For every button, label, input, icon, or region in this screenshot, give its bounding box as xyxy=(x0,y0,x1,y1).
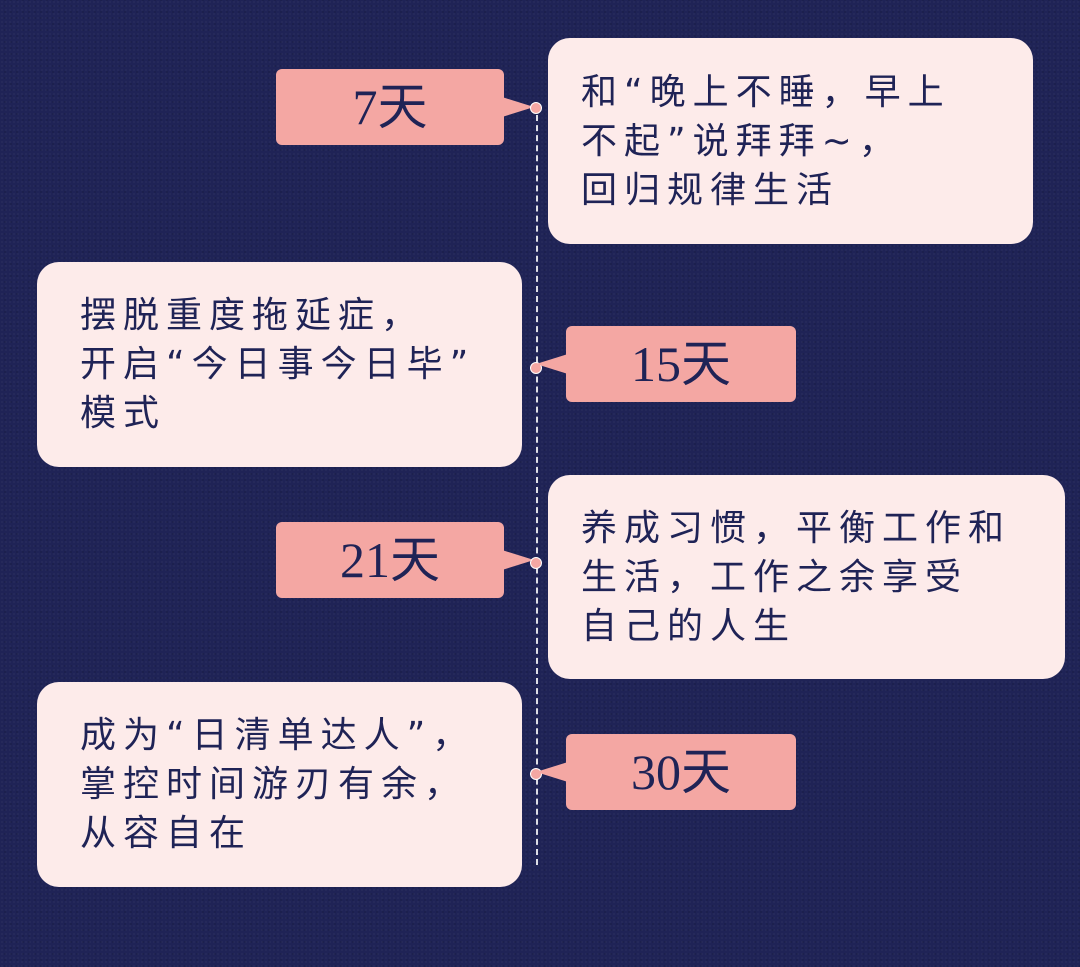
day-label-30: 30天 xyxy=(536,734,796,810)
day-label-text: 7天 xyxy=(352,79,428,135)
milestone-card-3: 养成习惯，平衡工作和 生活，工作之余享受 自己的人生 xyxy=(548,475,1065,679)
milestone-card-1: 和“晚上不睡，早上 不起”说拜拜~， 回归规律生活 xyxy=(548,38,1033,244)
milestone-card-text: 成为“日清单达人”， 掌控时间游刃有余， 从容自在 xyxy=(80,715,476,854)
day-label-21: 21天 xyxy=(276,522,534,598)
milestone-card-4: 成为“日清单达人”， 掌控时间游刃有余， 从容自在 xyxy=(37,682,522,887)
milestone-card-2: 摆脱重度拖延症， 开启“今日事今日毕” 模式 xyxy=(37,262,522,467)
milestone-card-text: 摆脱重度拖延症， 开启“今日事今日毕” 模式 xyxy=(80,295,476,434)
day-label-15: 15天 xyxy=(536,326,796,402)
timeline-node-3 xyxy=(530,557,542,569)
timeline-dashed-line xyxy=(536,105,538,865)
day-label-7: 7天 xyxy=(276,69,534,145)
day-label-text: 21天 xyxy=(340,532,440,588)
milestone-card-text: 养成习惯，平衡工作和 生活，工作之余享受 自己的人生 xyxy=(581,507,1012,647)
timeline-node-1 xyxy=(530,102,542,114)
milestone-card-text: 和“晚上不睡，早上 不起”说拜拜~， 回归规律生活 xyxy=(581,71,951,211)
day-label-text: 30天 xyxy=(631,744,731,800)
day-label-text: 15天 xyxy=(631,336,731,392)
